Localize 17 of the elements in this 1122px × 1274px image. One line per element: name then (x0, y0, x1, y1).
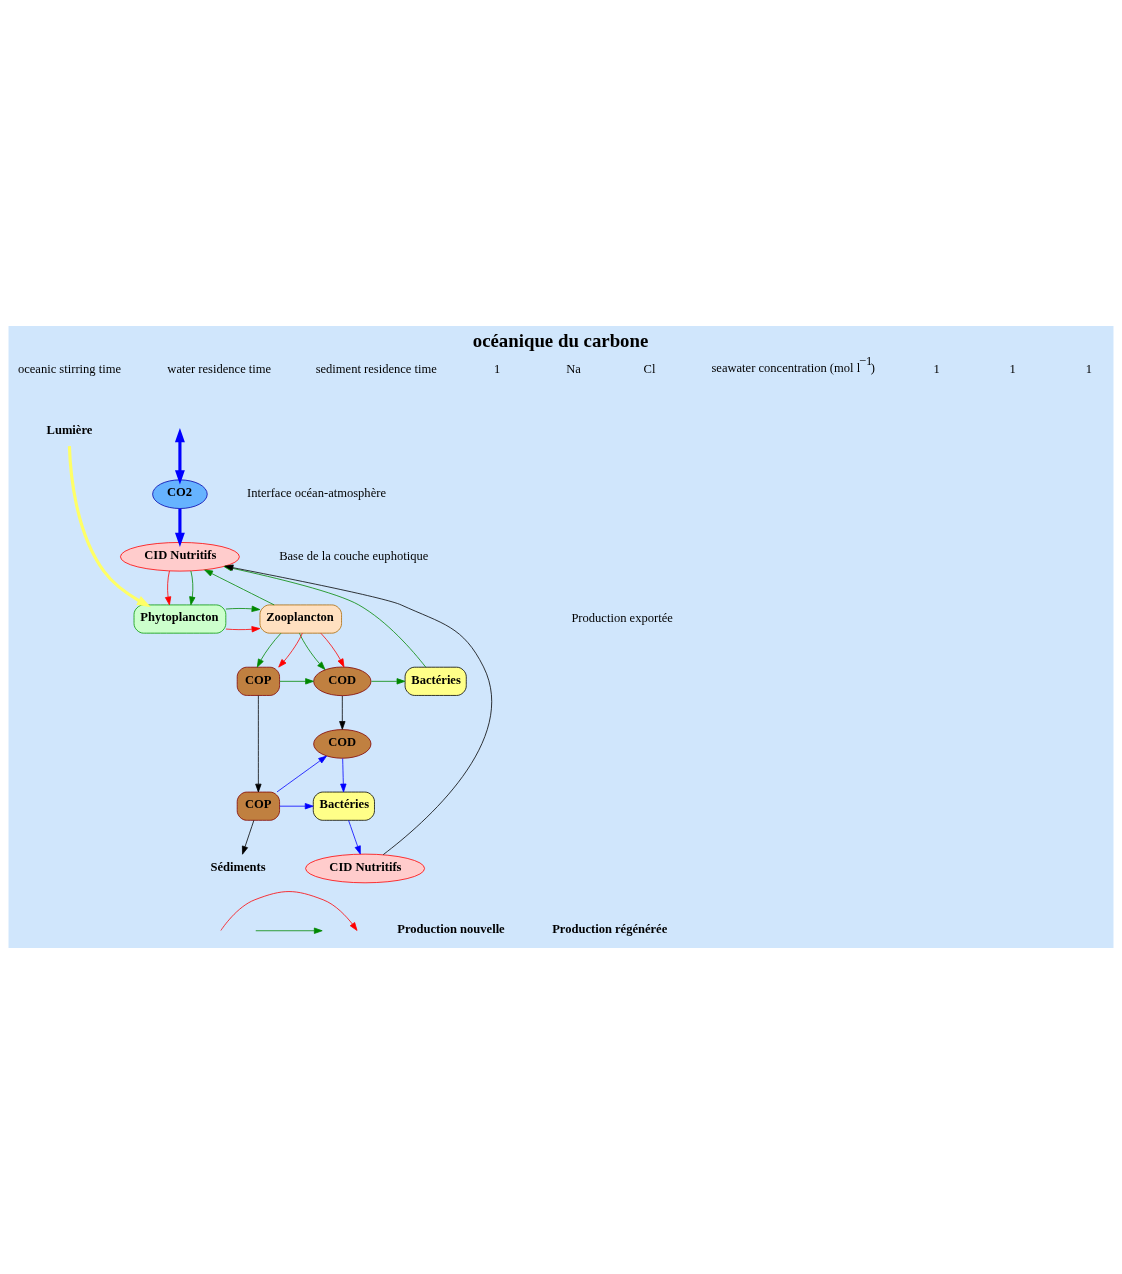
label: 1 (1085, 361, 1092, 376)
label: oceanic stirring time (17, 361, 122, 376)
label: Base de la couche euphotique (279, 548, 429, 563)
label: sediment residence time (315, 361, 437, 376)
label: Production exportée (571, 611, 673, 626)
label: Interface océan-atmosphère (247, 486, 386, 501)
label: Cl (643, 361, 656, 376)
node-text: Lumière (46, 423, 93, 438)
legend-label: Production régénérée (552, 921, 668, 936)
node-text: Sédiments (210, 859, 266, 874)
label: 1 (933, 361, 940, 376)
legend-label: Production nouvelle (397, 921, 505, 936)
label: Na (566, 361, 581, 376)
label: 1 (1009, 361, 1016, 376)
label: 1 (494, 361, 501, 376)
diagram-title: océanique du carbone (472, 329, 649, 351)
label: water residence time (167, 361, 272, 376)
